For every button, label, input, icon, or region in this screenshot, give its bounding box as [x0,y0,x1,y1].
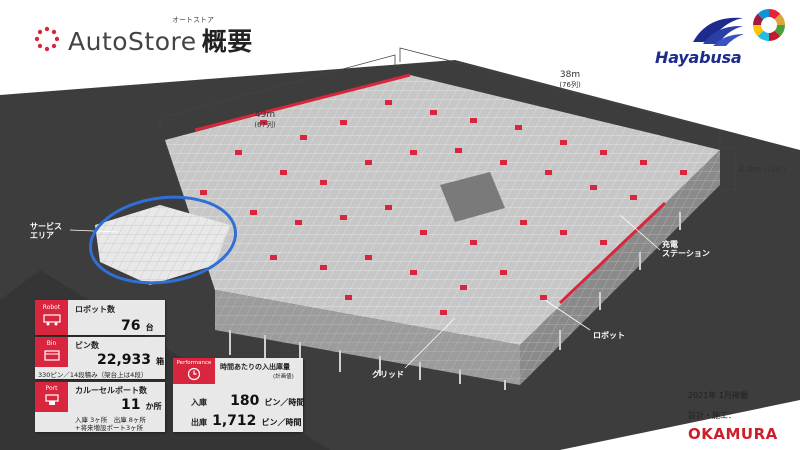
bin-stat-panel: Bin ビン数 22,933 箱 330ピン／14段積み（架台上は4段） [35,337,165,379]
hayabusa-logo-text: Hayabusa [655,48,742,67]
robot-stat-value-row: 76 台 [121,315,154,334]
grid-void [440,172,505,222]
height-dimension: 4.8m (14段) [738,165,798,175]
port-unit: か所 [145,402,162,411]
width-dimension: 38m (76列) [545,70,595,90]
performance-in-row: 入庫 180 ビン／時間 [191,390,304,409]
grid-label: グリッド [372,370,404,379]
robot-stat-label: ロボット数 [75,305,115,314]
depth-value: 49m [254,110,276,120]
performance-in-unit: ビン／時間 [264,398,305,407]
performance-sublabel: (計画値) [273,374,294,380]
port-stat-value-row: 11 か所 [121,394,162,413]
title-suffix: 概要 [201,27,253,56]
port-note-2: +将来増設ポート3ヶ所 [75,424,144,432]
robot-count: 76 [121,318,141,334]
robot-unit: 台 [145,323,154,332]
service-area-label: サービス エリア [30,222,62,240]
performance-badge-text: Performance [176,360,212,366]
performance-in-label: 入庫 [191,398,207,407]
robot-badge-text: Robot [42,304,61,311]
depth-rows: (67列) [254,121,276,129]
robot-icon [42,314,61,326]
performance-in-value: 180 [230,393,260,409]
robot-badge: Robot [35,300,68,335]
bin-icon [43,350,60,361]
bin-stat-label: ビン数 [75,341,99,350]
port-count: 11 [121,397,141,413]
depth-dimension: 49m (67列) [240,110,290,130]
hayabusa-swoosh-icon [693,17,744,46]
robot-stat-panel: Robot ロボット数 76 台 [35,300,165,335]
charging-rail-side [558,201,667,305]
title-brand: AutoStore [68,27,197,56]
title-ruby: オートストア [172,16,214,24]
designer-label: 設計・施工： [688,411,736,420]
dimension-lines [159,47,736,191]
port-badge: Port [35,382,68,412]
robot-label: ロボット [593,331,625,340]
charging-rail-top [194,73,411,132]
bin-stat-value-row: 22,933 箱 [97,349,164,368]
port-icon [44,394,59,405]
port-stat-label: カルーセルポート数 [75,386,147,395]
service-area-label-line1: サービス [30,222,62,231]
dotted-ring-icon [34,26,60,52]
service-area-highlight [88,195,238,285]
callout-leaders [69,214,661,369]
performance-out-row: 出庫 1,712 ビン／時間 [191,410,301,429]
performance-stat-panel: Performance 時間あたりの入出庫量 (計画値) 入庫 180 ビン／時… [173,358,304,432]
charging-station-label-line1: 充電 [662,240,678,249]
service-area-label-line2: エリア [30,231,54,240]
port-badge-text: Port [45,385,58,392]
performance-out-label: 出庫 [191,418,207,427]
clock-icon [187,367,201,381]
height-rows: (14段) [763,166,786,174]
bin-count: 22,933 [97,352,152,368]
bin-badge: Bin [35,337,68,367]
bin-badge-text: Bin [46,340,57,347]
bin-unit: 箱 [156,357,165,366]
charging-station-label-line2: ステーション [662,249,710,258]
port-note-1: 入庫 3ヶ所 出庫 8ヶ所 [75,416,146,424]
width-rows: (76列) [559,81,581,89]
performance-stat-label: 時間あたりの入出庫量 [220,363,290,371]
operation-start: 2021年 1月稼働 [688,391,748,400]
performance-out-value: 1,712 [212,413,257,429]
performance-out-unit: ビン／時間 [261,418,302,427]
width-value: 38m [559,70,581,80]
charging-station-label: 充電 ステーション [662,240,710,258]
sdgs-wheel-icon [753,9,785,41]
performance-badge: Performance [173,358,215,384]
grid-legs [229,212,681,390]
port-stat-panel: Port カルーセルポート数 11 か所 入庫 3ヶ所 出庫 8ヶ所 +将来増設… [35,382,165,432]
height-value: 4.8m [738,165,762,175]
okamura-logo-text: OKAMURA [688,425,778,443]
bin-note: 330ピン／14段積み（架台上は4段） [38,371,148,379]
robot-marks [200,100,687,315]
